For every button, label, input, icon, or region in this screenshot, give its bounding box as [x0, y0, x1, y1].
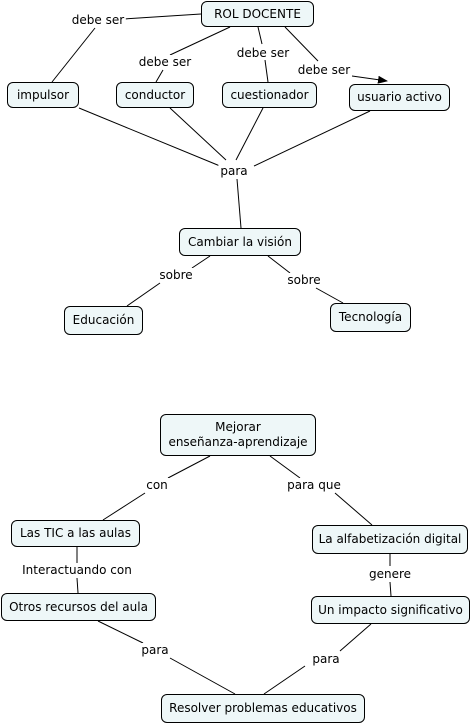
node-rol-docente-label: ROL DOCENTE — [214, 6, 301, 21]
line-con-to-tic — [102, 492, 146, 521]
line-rol-to-debe-ser-4 — [284, 26, 319, 62]
line-usuario-to-para — [253, 110, 371, 167]
node-cambiar-vision[interactable]: Cambiar la visión — [179, 228, 301, 256]
link-genere: genere — [366, 567, 414, 581]
node-usuario-activo[interactable]: usuario activo — [349, 84, 450, 111]
line-rol-to-debe-ser-3 — [257, 26, 263, 45]
node-impulsor[interactable]: impulsor — [7, 82, 79, 108]
link-para-2: para — [310, 652, 342, 666]
line-para-que-to-alfabetizacion — [334, 492, 373, 526]
line-mejorar-to-para-que — [269, 455, 301, 479]
node-alfabetizacion-label: La alfabetización digital — [318, 532, 462, 546]
link-para-1: para — [139, 643, 171, 657]
line-debe-ser-1-to-impulsor — [51, 27, 96, 83]
line-cambiar-to-sobre-2 — [267, 255, 291, 274]
node-cuestionador-label: cuestionador — [230, 87, 309, 102]
line-sobre-2-to-tecnologia — [315, 287, 344, 304]
node-tic-aulas-label: Las TIC a las aulas — [20, 526, 131, 540]
line-rol-to-debe-ser-1 — [123, 13, 202, 20]
line-interactuando-to-otros — [76, 577, 79, 594]
link-debe-ser-4: debe ser — [295, 63, 353, 77]
node-conductor[interactable]: conductor — [116, 82, 194, 108]
node-tecnologia[interactable]: Tecnología — [330, 303, 411, 332]
link-con: con — [144, 478, 170, 492]
node-cuestionador[interactable]: cuestionador — [222, 82, 317, 108]
node-otros-recursos[interactable]: Otros recursos del aula — [1, 593, 156, 621]
node-mejorar[interactable]: Mejorar enseñanza-aprendizaje — [160, 414, 316, 456]
link-debe-ser-1: debe ser — [69, 13, 127, 27]
line-sobre-1-to-educacion — [126, 282, 161, 307]
link-sobre-1: sobre — [157, 268, 195, 282]
node-tic-aulas[interactable]: Las TIC a las aulas — [11, 520, 140, 547]
node-educacion[interactable]: Educación — [64, 306, 143, 335]
node-usuario-activo-label: usuario activo — [357, 90, 442, 104]
line-genere-to-impacto — [389, 581, 392, 597]
node-alfabetizacion[interactable]: La alfabetización digital — [312, 525, 468, 554]
line-para-2-to-resolver — [263, 665, 306, 695]
line-cuestionador-to-para — [235, 107, 264, 161]
node-impacto-label: Un impacto significativo — [318, 602, 463, 617]
line-conductor-to-para — [169, 107, 227, 161]
line-impulsor-to-para — [78, 107, 221, 167]
node-resolver-label: Resolver problemas educativos — [169, 701, 357, 715]
node-otros-recursos-label: Otros recursos del aula — [9, 599, 148, 614]
node-conductor-label: conductor — [124, 87, 186, 102]
line-para-1-to-resolver — [169, 657, 236, 695]
link-para-que: para que — [285, 478, 343, 492]
node-impacto[interactable]: Un impacto significativo — [311, 596, 470, 624]
node-impulsor-label: impulsor — [16, 87, 70, 102]
line-impacto-to-para-2 — [339, 623, 372, 652]
line-mejorar-to-con — [167, 455, 211, 479]
line-otros-to-para-1 — [97, 620, 144, 644]
node-educacion-label: Educación — [72, 313, 135, 327]
node-tecnologia-label: Tecnología — [338, 310, 403, 324]
link-debe-ser-2: debe ser — [136, 55, 194, 69]
node-resolver[interactable]: Resolver problemas educativos — [161, 694, 365, 723]
node-cambiar-vision-label: Cambiar la visión — [188, 234, 292, 249]
line-debe-ser-2-to-conductor — [155, 69, 164, 83]
line-debe-ser-4-to-usuario — [351, 75, 388, 84]
link-sobre-2: sobre — [285, 273, 323, 287]
line-cambiar-to-sobre-1 — [191, 255, 211, 269]
node-mejorar-label-line1: Mejorar — [215, 420, 261, 434]
line-para-to-cambiar — [236, 178, 242, 229]
link-para: para — [218, 164, 250, 178]
node-mejorar-label-line2: enseñanza-aprendizaje — [168, 435, 308, 449]
line-debe-ser-3-to-cuestionador — [264, 59, 269, 83]
link-debe-ser-3: debe ser — [234, 46, 292, 60]
link-interactuando: Interactuando con — [20, 563, 134, 577]
node-rol-docente[interactable]: ROL DOCENTE — [201, 1, 314, 27]
line-rol-to-debe-ser-2 — [169, 26, 231, 56]
